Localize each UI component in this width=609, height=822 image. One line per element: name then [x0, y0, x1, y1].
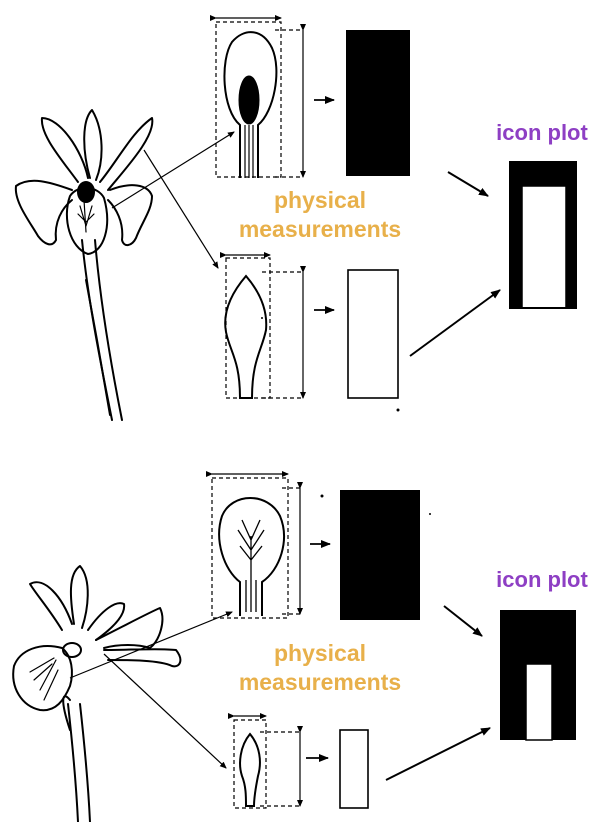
icon-plot-title-bottom: icon plot	[496, 567, 588, 592]
pointer-to-sepal-top	[143, 149, 219, 269]
icon-plot-bottom	[500, 610, 576, 741]
iris-flower-drawing-top	[14, 109, 154, 421]
arrow-to-icon-plot-top-1	[447, 171, 489, 197]
icon-plot-top	[509, 161, 577, 309]
petal-measurement-bottom	[206, 471, 303, 619]
physical-label-line1-top: physical	[273, 187, 367, 213]
sepal-bar-bottom	[339, 729, 369, 809]
physical-label-line2-top: measurements	[238, 216, 402, 242]
arrow-to-icon-plot-top-2	[409, 289, 501, 357]
petal-bar-bottom	[340, 490, 420, 620]
pointer-to-petal-bottom	[69, 611, 233, 679]
pointer-to-sepal-bottom	[103, 653, 227, 769]
sepal-bar-top	[347, 269, 399, 399]
physical-label-line1-bottom: physical	[273, 640, 367, 666]
physical-label-line2-bottom: measurements	[238, 669, 402, 695]
arrow-to-icon-plot-bottom-1	[443, 605, 483, 637]
physical-measurements-label-bottom: physical measurements	[220, 639, 420, 697]
petal-measurement-top	[210, 15, 306, 178]
petal-bar-top	[346, 30, 410, 176]
icon-plot-title-top: icon plot	[496, 120, 588, 145]
sepal-measurement-top	[220, 252, 306, 399]
arrow-to-icon-plot-bottom-2	[385, 727, 491, 781]
sepal-measurement-bottom	[228, 713, 303, 809]
pointer-to-petal-top	[111, 131, 235, 209]
physical-measurements-label-top: physical measurements	[220, 186, 420, 244]
iris-flower-drawing-bottom	[12, 565, 182, 822]
